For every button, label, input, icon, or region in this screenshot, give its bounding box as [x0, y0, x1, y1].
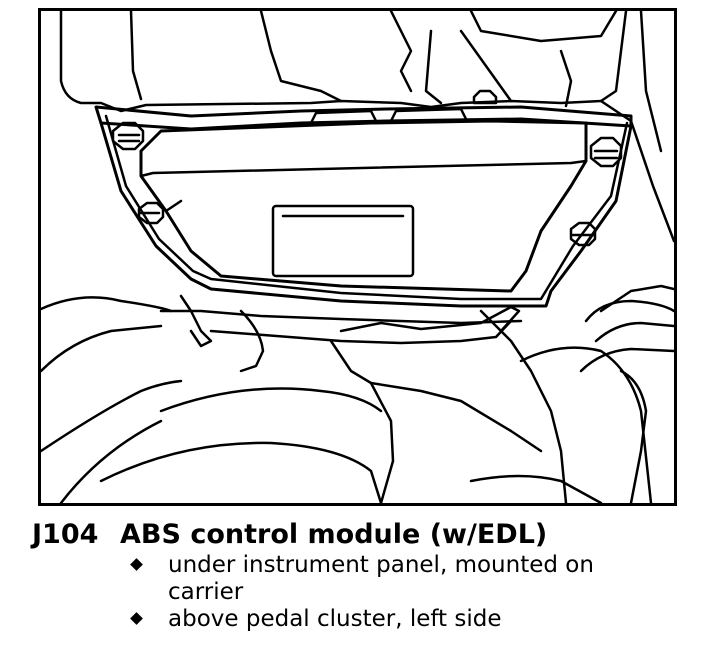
- lower-components: [41, 284, 674, 503]
- abs-control-module: [139, 107, 588, 293]
- location-text: above pedal cluster, left side: [168, 606, 502, 632]
- illustration-frame: [38, 8, 677, 506]
- component-title: J104 ABS control module (w/EDL): [32, 518, 692, 552]
- component-code: J104: [32, 519, 99, 550]
- mounting-nuts: [111, 89, 623, 247]
- location-item: above pedal cluster, left side: [124, 606, 692, 633]
- component-name: ABS control module (w/EDL): [120, 519, 548, 550]
- caption: J104 ABS control module (w/EDL) under ins…: [32, 518, 692, 633]
- location-text: under instrument panel, mounted on carri…: [168, 552, 594, 605]
- diamond-bullet-icon: [130, 612, 143, 625]
- diamond-bullet-icon: [130, 558, 143, 571]
- abs-module-illustration: [41, 11, 674, 503]
- location-item: under instrument panel, mounted on carri…: [124, 552, 692, 606]
- location-list: under instrument panel, mounted on carri…: [32, 552, 692, 633]
